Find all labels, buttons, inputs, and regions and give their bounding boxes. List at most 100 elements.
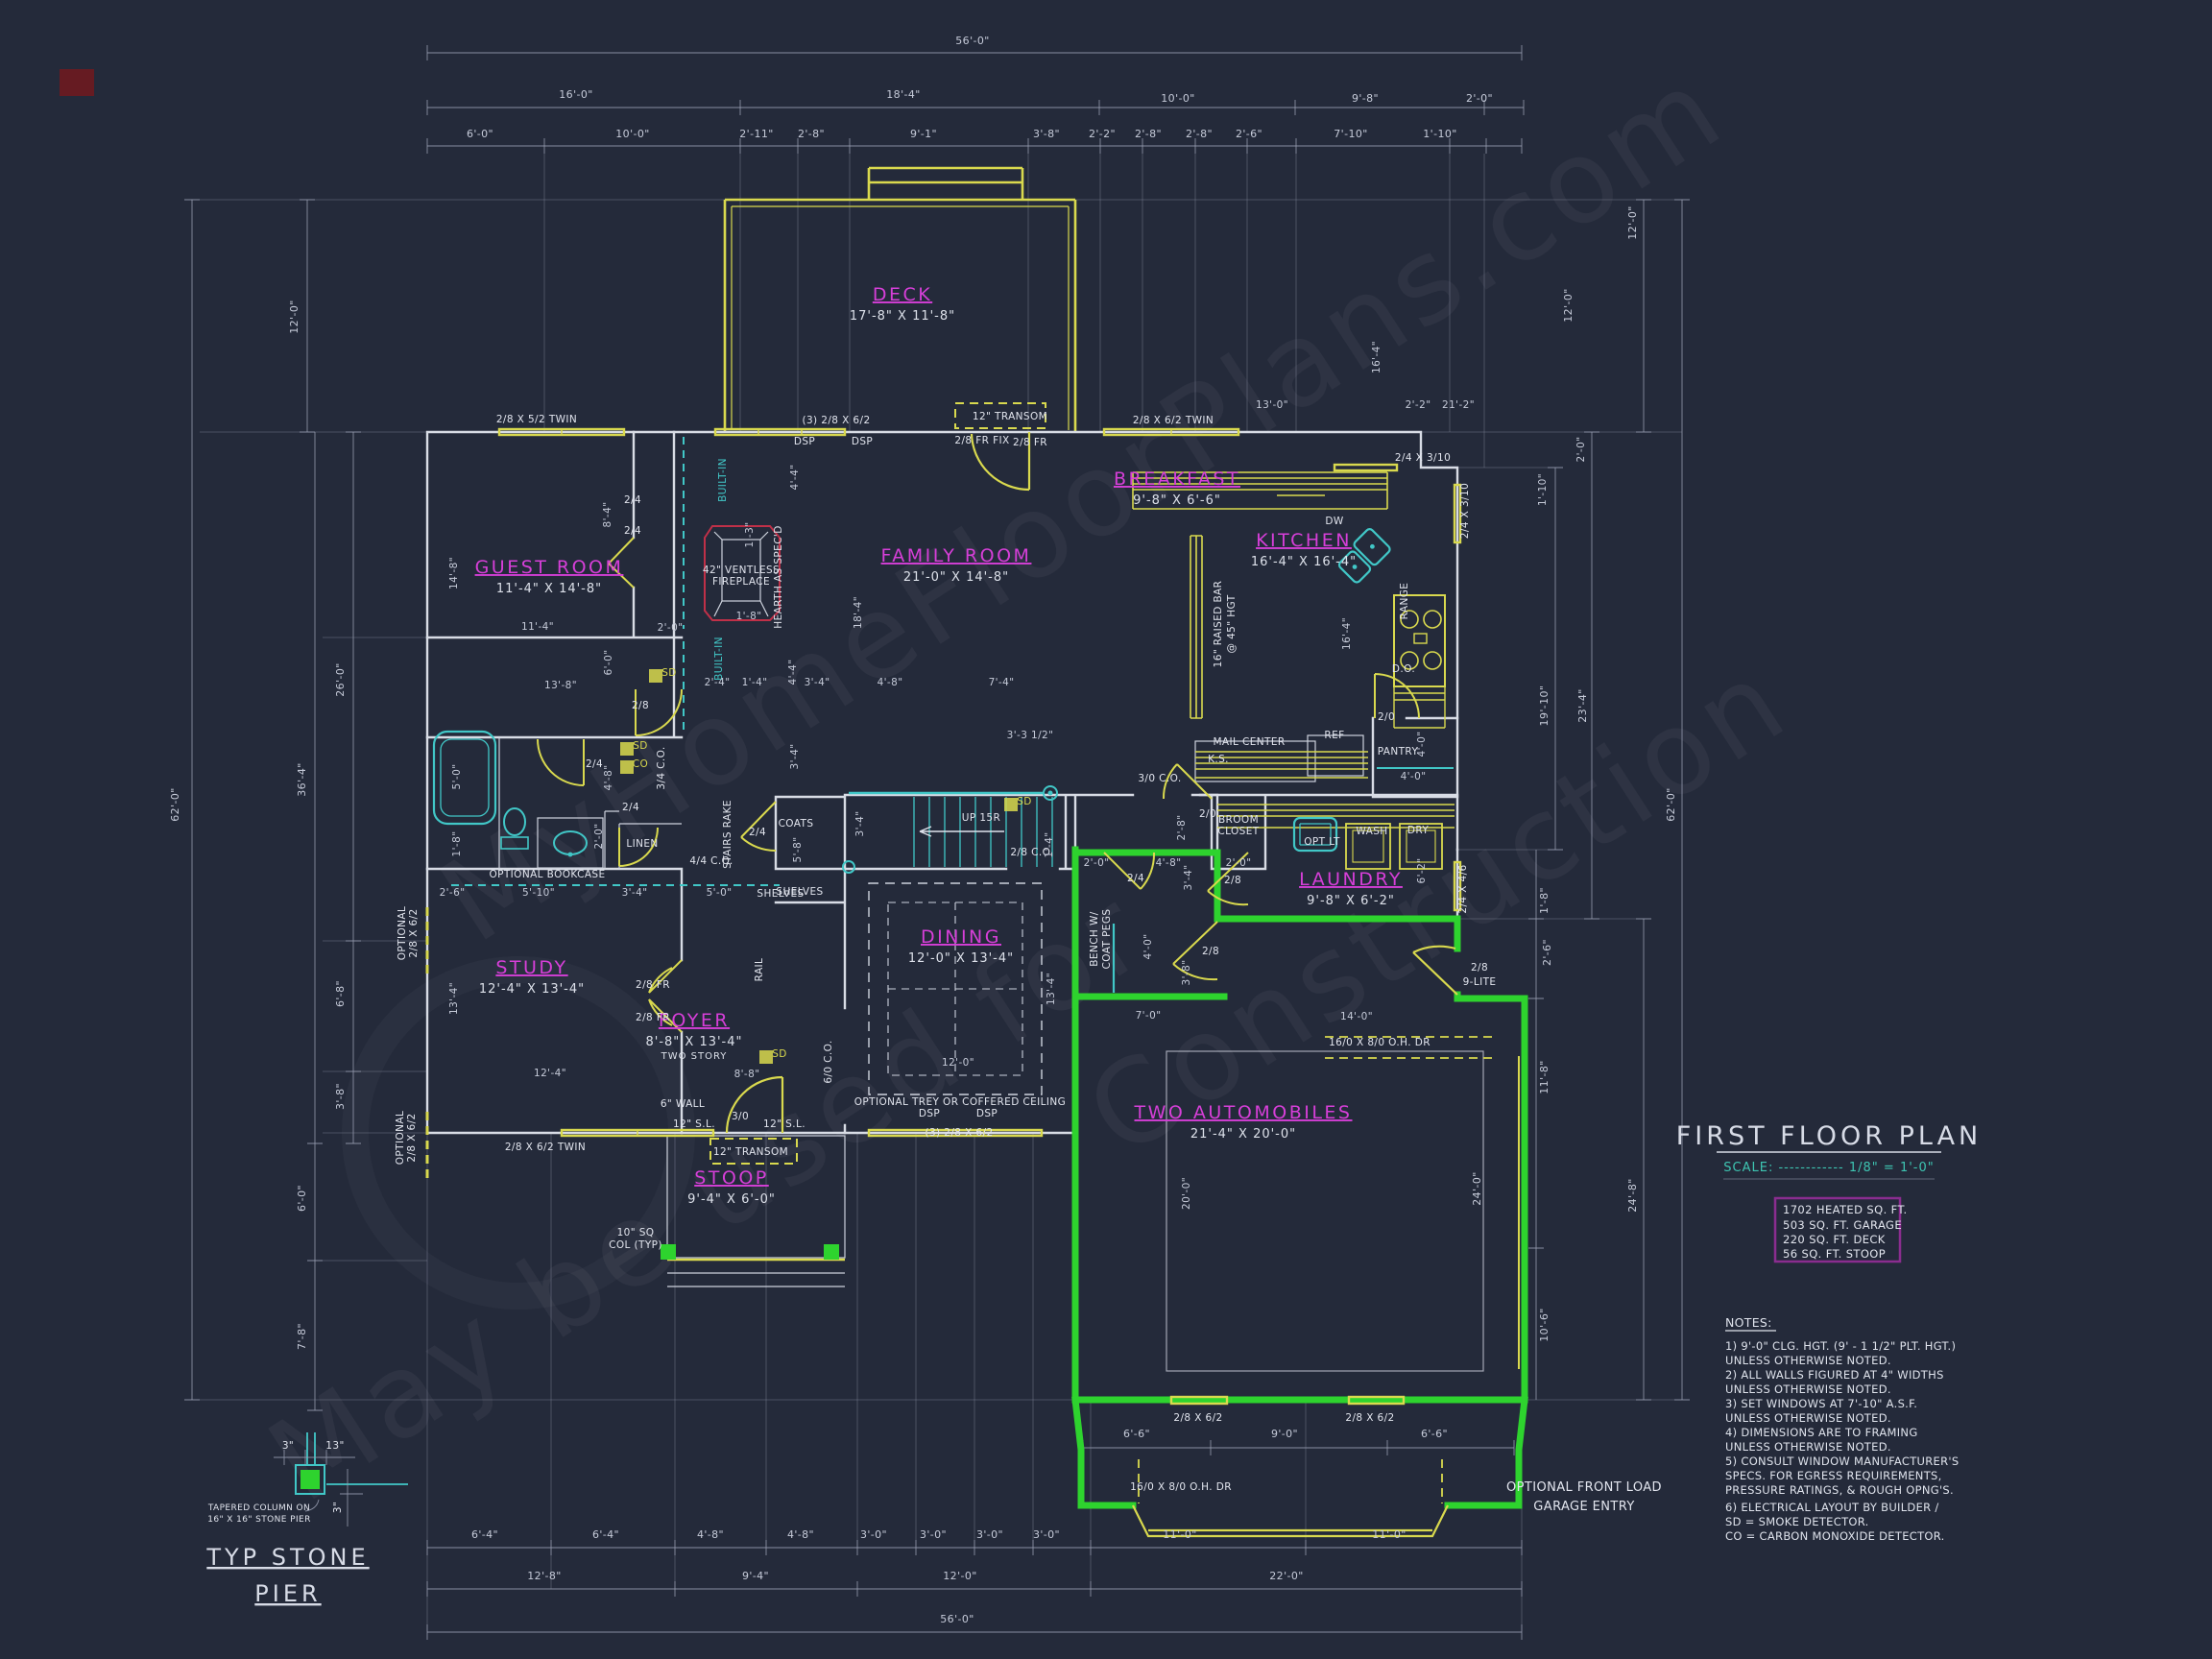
- annotation-label: 2/0: [1378, 711, 1395, 723]
- annotation-label: 2/8: [1202, 946, 1219, 957]
- annotation-label: 5'-8": [792, 837, 804, 863]
- room-dimensions: 12'-4" X 13'-4": [479, 982, 585, 997]
- annotation-label: 5'-0": [707, 887, 733, 899]
- annotation-label: 6'-2": [1416, 858, 1428, 884]
- annotation-label: 5'-0": [451, 764, 463, 790]
- annotation-label: 2/4: [624, 525, 641, 537]
- annotation-label: 3'-3 1/2": [1007, 730, 1054, 741]
- door-laundry-hall: [1207, 852, 1249, 906]
- annotation-label: 14'-8": [448, 557, 460, 589]
- annotation-label: 2/4 X 3/10: [1395, 452, 1451, 464]
- annotation-label: 9'-4": [742, 1570, 769, 1582]
- annotation-label: 2/4 X 3/10: [1459, 483, 1471, 539]
- annotation-label: 21'-2": [1442, 399, 1475, 411]
- room-dimensions: 17'-8" X 11'-8": [850, 309, 955, 324]
- annotation-label: PANTRY: [1378, 746, 1419, 757]
- area-heated: 1702 HEATED SQ. FT.: [1783, 1203, 1908, 1216]
- annotation-label: 2'-8": [1135, 128, 1162, 140]
- annotation-label: 18'-4": [853, 596, 864, 629]
- annotation-label: 1'-8": [451, 831, 463, 857]
- kitchen-side-counter: [1393, 685, 1446, 729]
- toilet: [503, 807, 526, 836]
- annotation-label: BUILT-IN: [713, 637, 725, 681]
- door-garage-closet: [1103, 852, 1156, 890]
- annotation-label: OPTIONAL: [397, 906, 408, 960]
- area-stoop: 56 SQ. FT. STOOP: [1783, 1247, 1886, 1261]
- detector-icon: [759, 1050, 773, 1064]
- door-front-entry: [725, 1075, 784, 1134]
- door-guest-closet: [608, 537, 635, 589]
- annotation-label: SD: [1017, 796, 1032, 807]
- annotation-label: 2/8 X 6/2: [406, 1113, 418, 1162]
- walls: [425, 430, 1484, 1372]
- annotation-label: STAIRS RAKE: [722, 800, 733, 869]
- annotation-label: (3) 2/8 X 6/2: [925, 1127, 993, 1139]
- door-guest-entry: [635, 688, 683, 736]
- annotation-label: 2'-2": [1406, 399, 1431, 411]
- annotation-label: OPTIONAL: [395, 1111, 406, 1165]
- smoke-detector-markers: [620, 669, 1018, 1064]
- annotation-label: 3'-0": [976, 1528, 1003, 1541]
- room-dimensions: 9'-8" X 6'-2": [1307, 894, 1395, 908]
- annotation-label: (3) 2/8 X 6/2: [802, 415, 870, 426]
- annotation-label: 2/8 X 6/2: [1173, 1412, 1222, 1424]
- annotation-label: 20'-0": [1181, 1177, 1192, 1210]
- note-line: SD = SMOKE DETECTOR.: [1725, 1515, 1869, 1528]
- annotation-label: WASH: [1356, 826, 1387, 837]
- annotation-label: 56'-0": [955, 35, 989, 47]
- page-title: FIRST FLOOR PLAN: [1676, 1121, 1983, 1151]
- door-bath: [537, 738, 585, 786]
- annotation-label: 1'-10": [1537, 473, 1549, 506]
- annotation-label: 13'-4": [448, 982, 460, 1015]
- annotation-label: 10'-6": [1538, 1308, 1551, 1341]
- annotation-label: HEARTH AS SPEC'D: [773, 525, 784, 628]
- annotation-label: 11'-0": [1372, 1528, 1406, 1541]
- annotation-label: 11'-0": [1163, 1528, 1196, 1541]
- annotation-label: 1'-8": [1538, 887, 1551, 914]
- annotation-label: LINEN: [626, 838, 658, 850]
- annotation-label: 3'-4": [1183, 865, 1194, 891]
- annotation-label: OPT LT: [1304, 836, 1340, 848]
- notes-block: NOTES: 1) 9'-0" CLG. HGT. (9' - 1 1/2" P…: [1725, 1315, 1959, 1543]
- annotation-label: 22'-0": [1269, 1570, 1303, 1582]
- room-dimensions: 9'-8" X 6'-6": [1133, 493, 1221, 508]
- annotation-label: 9-LITE: [1463, 976, 1497, 988]
- annotation-label: 16/0 X 8/0 O.H. DR: [1130, 1481, 1232, 1493]
- laundry-counter: [1217, 804, 1455, 829]
- note-line: 1) 9'-0" CLG. HGT. (9' - 1 1/2" PLT. HGT…: [1725, 1339, 1956, 1353]
- annotation-label: 2'-4": [705, 677, 731, 688]
- annotation-label: 3'-8": [1033, 128, 1060, 140]
- annotation-label: 9'-0": [1271, 1428, 1298, 1440]
- annotation-label: COAT PEGS: [1101, 909, 1113, 970]
- annotation-label: 4'-0": [1401, 771, 1427, 782]
- dryer: [1399, 823, 1443, 870]
- kitchen-corner-sink: [1337, 528, 1391, 584]
- annotation-label: 2/8 FR: [636, 1012, 670, 1023]
- annotation-label: 2'-6": [1236, 128, 1262, 140]
- note-line: 6) ELECTRICAL LAYOUT BY BUILDER /: [1725, 1501, 1939, 1514]
- annotation-label: MAIL CENTER: [1213, 736, 1285, 748]
- annotation-label: 4'-8": [878, 677, 903, 688]
- note-line: UNLESS OTHERWISE NOTED.: [1725, 1440, 1891, 1454]
- columns: [661, 1244, 839, 1260]
- annotation-label: OPTIONAL FRONT LOAD: [1506, 1480, 1662, 1495]
- annotation-label: 6'-4": [471, 1528, 498, 1541]
- annotation-label: RAIL: [754, 958, 765, 982]
- detail-title-1: TYP STONE: [205, 1544, 369, 1571]
- annotation-label: 2/4: [749, 827, 766, 838]
- vanity: [537, 817, 604, 869]
- annotation-label: 6'-0": [603, 650, 614, 676]
- annotation-label: 3'-0": [1033, 1528, 1060, 1541]
- annotation-label: 2/4: [622, 802, 639, 813]
- annotation-label: 2/4: [624, 494, 641, 506]
- mail-center-counter: [1195, 751, 1368, 779]
- annotation-label: 4'-8": [1156, 857, 1182, 869]
- note-line: PRESSURE RATINGS, & ROUGH OPNG'S.: [1725, 1483, 1954, 1497]
- annotation-label: 2/4 X 4/6: [1457, 864, 1469, 913]
- annotation-label: 2/8 X 6/2 TWIN: [1133, 415, 1214, 426]
- annotation-label: 13'-0": [1256, 399, 1288, 411]
- annotation-label: 26'-0": [334, 662, 347, 696]
- annotation-label: 2/8: [1224, 875, 1241, 886]
- room-dimensions: 21'-4" X 20'-0": [1190, 1127, 1296, 1142]
- watermark: MyHomeFloorPlans.com May be used for Con…: [247, 41, 1811, 1528]
